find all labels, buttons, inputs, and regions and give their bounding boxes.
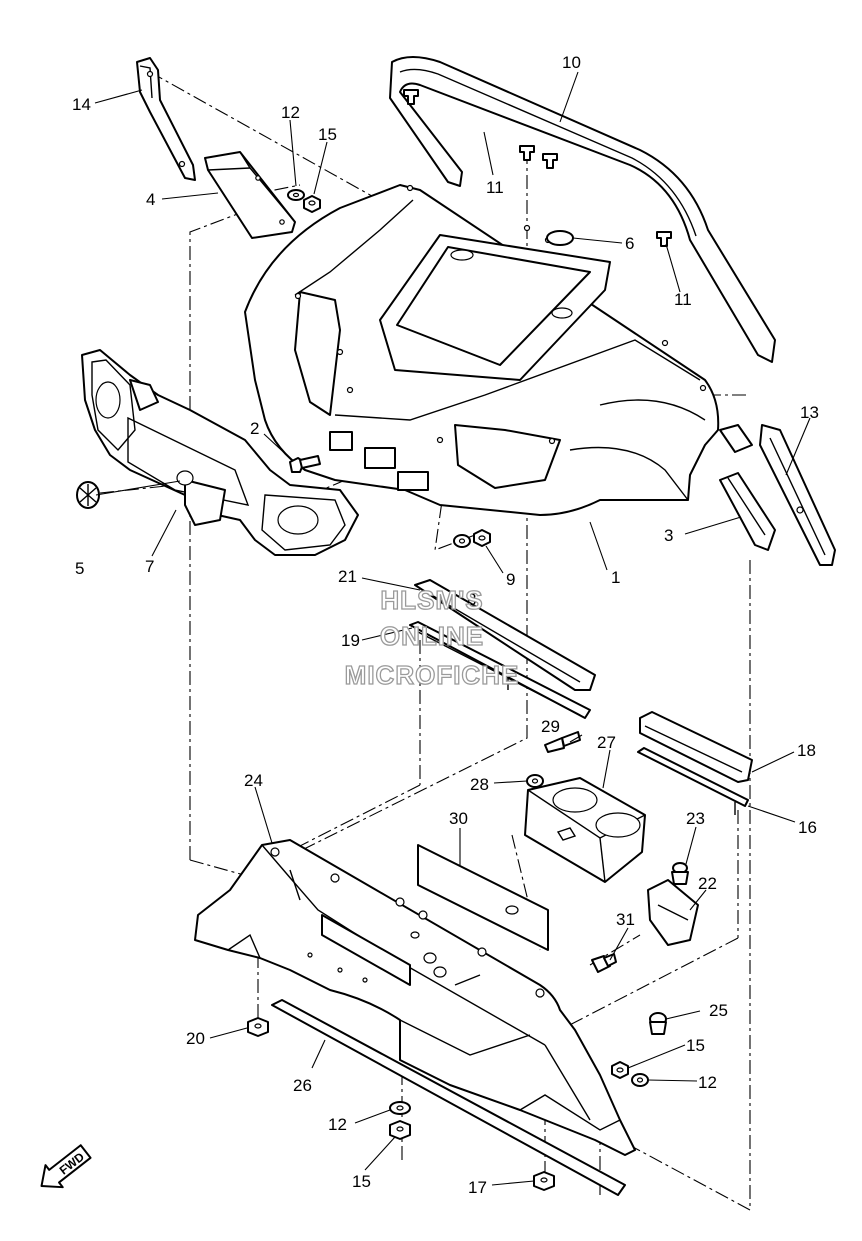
callout-16: 16 xyxy=(798,818,817,837)
callout-23: 23 xyxy=(686,809,705,828)
callout-8: 8 xyxy=(467,590,476,609)
watermark-line-3: MICROFICHE xyxy=(345,660,520,690)
part-emblem-5 xyxy=(76,481,100,509)
part-bracket-4 xyxy=(204,151,296,239)
callout-15c: 15 xyxy=(686,1036,705,1055)
part-nut-9 xyxy=(473,529,491,547)
watermark-line-1: HLSM'S xyxy=(380,585,483,615)
callout-15a: 15 xyxy=(318,125,337,144)
watermark-line-2: ONLINE xyxy=(380,621,484,651)
callout-10: 10 xyxy=(562,53,581,72)
callout-labels: 1 2 3 4 5 6 7 8 9 10 11 11 12 12 12 13 1… xyxy=(72,53,819,1197)
part-seal-strip-26 xyxy=(271,999,626,1196)
part-bracket-3 xyxy=(719,424,776,551)
part-washer-12-bottom xyxy=(389,1101,411,1115)
part-screw-29 xyxy=(544,731,581,753)
part-trim-strip-21 xyxy=(414,579,596,691)
part-lower-dash-24 xyxy=(194,839,636,1156)
part-front-cowl xyxy=(244,184,720,516)
callout-30: 30 xyxy=(449,809,468,828)
callout-22: 22 xyxy=(698,874,717,893)
part-trim-rail-16 xyxy=(637,747,749,815)
part-grommet-23 xyxy=(671,862,689,885)
callout-4: 4 xyxy=(146,190,155,209)
callout-20: 20 xyxy=(186,1029,205,1048)
callout-26: 26 xyxy=(293,1076,312,1095)
part-headlight-bezel-7 xyxy=(81,349,359,556)
part-washer-8 xyxy=(453,534,471,548)
callout-27: 27 xyxy=(597,733,616,752)
callout-14: 14 xyxy=(72,95,91,114)
callout-25: 25 xyxy=(709,1001,728,1020)
part-nut-20 xyxy=(247,1017,269,1037)
part-washer-12-top xyxy=(287,189,305,201)
fwd-arrow-icon: FWD xyxy=(40,1144,92,1189)
callout-3: 3 xyxy=(664,526,673,545)
callout-12a: 12 xyxy=(281,103,300,122)
watermark: HLSM'S ONLINE MICROFICHE xyxy=(344,584,520,690)
part-bracket-13 xyxy=(759,424,836,566)
part-nut-17 xyxy=(533,1171,555,1191)
callout-2: 2 xyxy=(250,419,259,438)
part-clip-25 xyxy=(649,1012,667,1035)
callout-12b: 12 xyxy=(328,1115,347,1134)
callout-5: 5 xyxy=(75,559,84,578)
callout-31: 31 xyxy=(616,910,635,929)
part-nut-15-top xyxy=(303,195,321,213)
part-trim-strip-18 xyxy=(639,711,753,783)
part-cup-holder-27 xyxy=(524,777,646,883)
callout-1: 1 xyxy=(611,568,620,587)
callout-12c: 12 xyxy=(698,1073,717,1092)
part-side-bracket-14 xyxy=(136,57,196,181)
callout-19: 19 xyxy=(341,631,360,650)
part-nut-15-right xyxy=(611,1061,629,1079)
part-trim-rail-19 xyxy=(409,621,591,719)
callout-9: 9 xyxy=(506,570,515,589)
callout-17: 17 xyxy=(468,1178,487,1197)
callout-6: 6 xyxy=(625,234,634,253)
callout-21: 21 xyxy=(338,567,357,586)
part-washer-28 xyxy=(526,774,544,788)
callout-24: 24 xyxy=(244,771,263,790)
callout-28: 28 xyxy=(470,775,489,794)
callout-7: 7 xyxy=(145,557,154,576)
callout-13: 13 xyxy=(800,403,819,422)
callout-15b: 15 xyxy=(352,1172,371,1191)
callout-18: 18 xyxy=(797,741,816,760)
leader-lines xyxy=(94,71,811,1186)
part-bracket-22 xyxy=(647,879,699,946)
part-roof-trim xyxy=(389,56,776,363)
part-nut-15-bottom xyxy=(389,1120,411,1140)
part-screw-2 xyxy=(289,455,321,473)
part-washer-12-right xyxy=(631,1073,649,1087)
callout-11b: 11 xyxy=(674,290,692,309)
part-plug-6 xyxy=(546,230,574,246)
part-panel-30 xyxy=(417,844,549,951)
callout-11a: 11 xyxy=(486,178,504,197)
callout-29: 29 xyxy=(541,717,560,736)
part-clip-31 xyxy=(591,953,617,973)
